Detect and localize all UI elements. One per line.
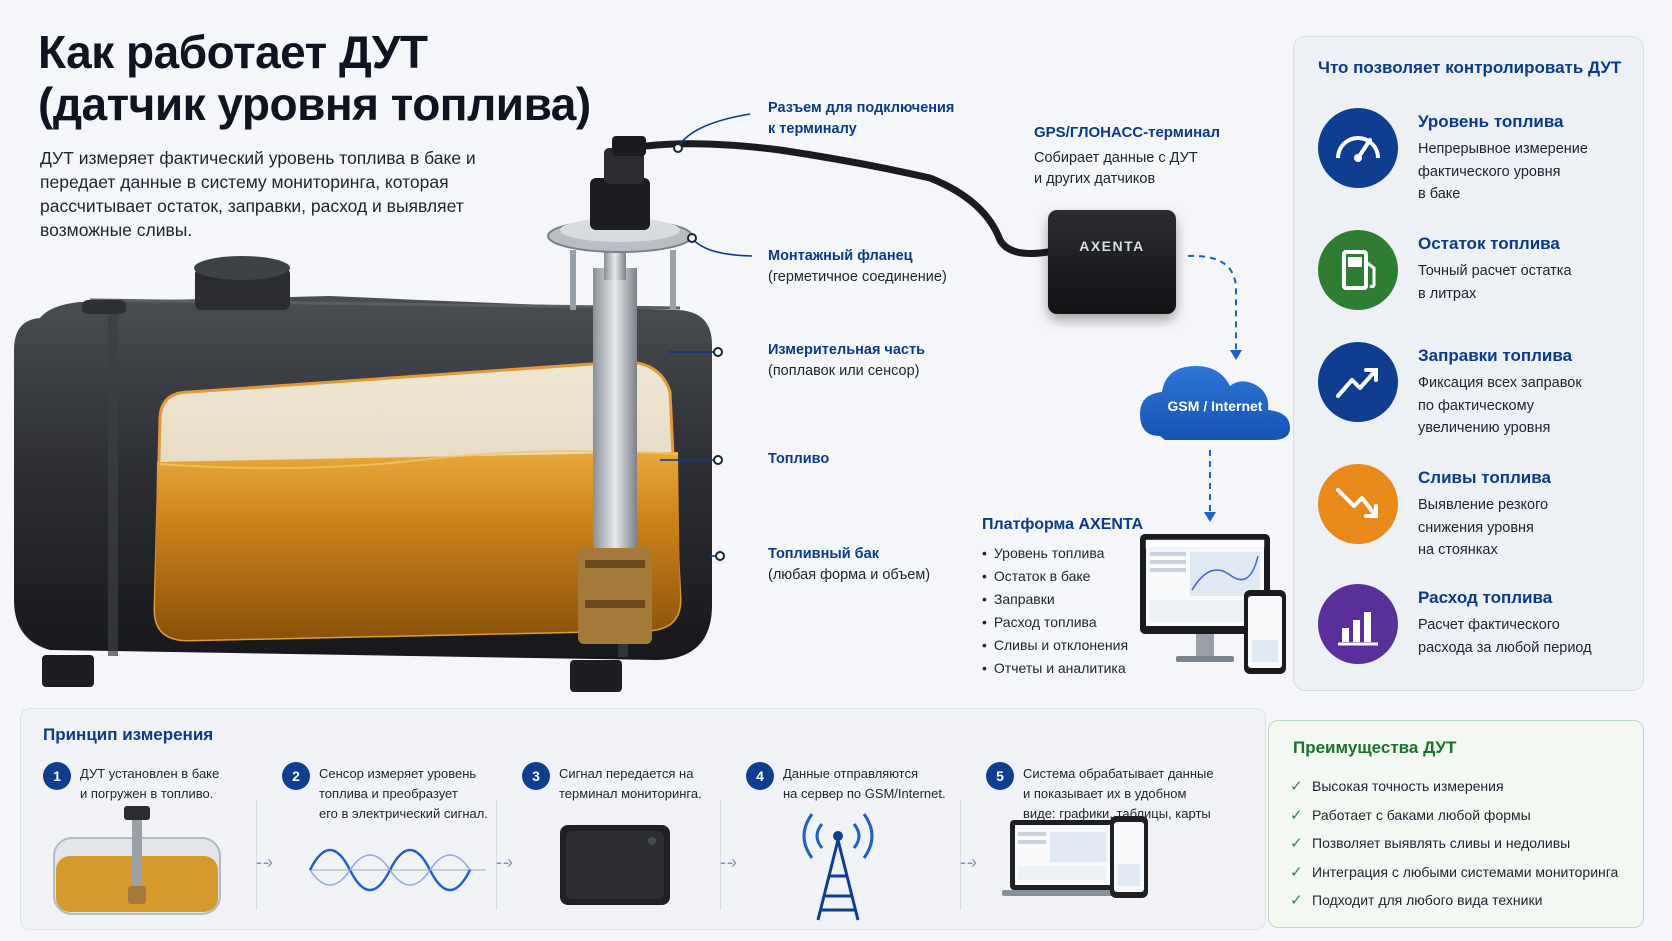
divider [496, 800, 497, 910]
platform-title: Платформа AXENTA [982, 516, 1144, 533]
check-icon: ✓ [1290, 892, 1303, 910]
callout-measuring-part: Измерительная часть (поплавок или сенсор… [768, 342, 925, 379]
terminal-brand: AXENTA [1079, 238, 1145, 254]
signal-wave-icon [308, 848, 486, 892]
divider [256, 800, 257, 910]
fuel-volume [155, 452, 680, 640]
cell-tower-icon [802, 813, 874, 921]
list-item: Заправки [982, 588, 1128, 611]
check-icon: ✓ [1290, 806, 1303, 824]
tank-illustration [14, 113, 1290, 692]
arrow-right-icon: - -› [256, 852, 273, 872]
list-item: Отчеты и аналитика [982, 657, 1128, 680]
divider [720, 800, 721, 910]
callout-connector: Разъем для подключения к терминалу [768, 100, 955, 137]
step-illustrations [53, 806, 1148, 921]
principle-title: Принцип измерения [43, 725, 214, 744]
advantages-title: Преимущества ДУТ [1293, 738, 1457, 757]
terminal-description: Собирает данные с ДУТ и других датчиков [1034, 150, 1198, 187]
check-icon: ✓ [1290, 835, 1303, 853]
callout-flange: Монтажный фланец (герметичное соединение… [768, 248, 947, 285]
list-item: ✓Работает с баками любой формы [1290, 806, 1531, 824]
sensor-rod [593, 268, 637, 558]
list-item: Сливы и отклонения [982, 634, 1128, 657]
platform-list: Уровень топлива Остаток в баке Заправки … [982, 542, 1128, 680]
arrow-right-icon: - -› [496, 852, 513, 872]
monitor-icon [1140, 534, 1286, 674]
small-tank-icon [53, 806, 221, 915]
check-icon: ✓ [1290, 863, 1303, 881]
trend-up-icon [1318, 342, 1398, 422]
title-line-2: (датчик уровня топлива) [38, 78, 591, 130]
sensor-float [578, 548, 652, 644]
page-title: Как работает ДУТ (датчик уровня топлива) [38, 26, 591, 130]
sensor-head [590, 178, 650, 230]
panel-title: Что позволяет контролировать ДУТ [1318, 58, 1622, 77]
laptop-icon [1002, 816, 1148, 898]
list-item: Остаток в баке [982, 565, 1128, 588]
trend-down-icon [1318, 464, 1398, 544]
connector [612, 136, 646, 156]
list-item: ✓Позволяет выявлять сливы и недоливы [1290, 835, 1571, 853]
callout-tank: Топливный бак (любая форма и объем) [768, 546, 931, 583]
terminal-title: GPS/ГЛОНАСС-терминал [1034, 124, 1221, 141]
list-item: ✓Интеграция с любыми системами мониторин… [1290, 863, 1619, 881]
arrow-right-icon: - -› [720, 852, 737, 872]
arrow-right-icon: - -› [960, 852, 977, 872]
list-item: Уровень топлива [982, 542, 1128, 565]
lead-text: ДУТ измеряет фактический уровень топлива… [40, 148, 476, 240]
gauge-icon [1318, 108, 1398, 188]
terminal-device: AXENTA [1048, 210, 1176, 314]
title-line-1: Как работает ДУТ [38, 26, 428, 78]
check-icon: ✓ [1290, 778, 1303, 796]
list-item: ✓Высокая точность измерения [1290, 778, 1504, 796]
divider [960, 800, 961, 910]
cloud-label: GSM / Internet [1167, 398, 1263, 414]
advantages-list: ✓Высокая точность измерения ✓Работает с … [1290, 772, 1618, 915]
callout-fuel: Топливо [768, 451, 830, 467]
list-item: Расход топлива [982, 611, 1128, 634]
advantages-section [1268, 720, 1644, 928]
bar-chart-icon [1318, 584, 1398, 664]
sensor-cable [642, 140, 1052, 257]
cloud-icon [1140, 366, 1290, 440]
terminal-small-icon [560, 825, 670, 905]
fuel-pump-icon [1318, 230, 1398, 310]
list-item: ✓Подходит для любого вида техники [1290, 892, 1543, 910]
